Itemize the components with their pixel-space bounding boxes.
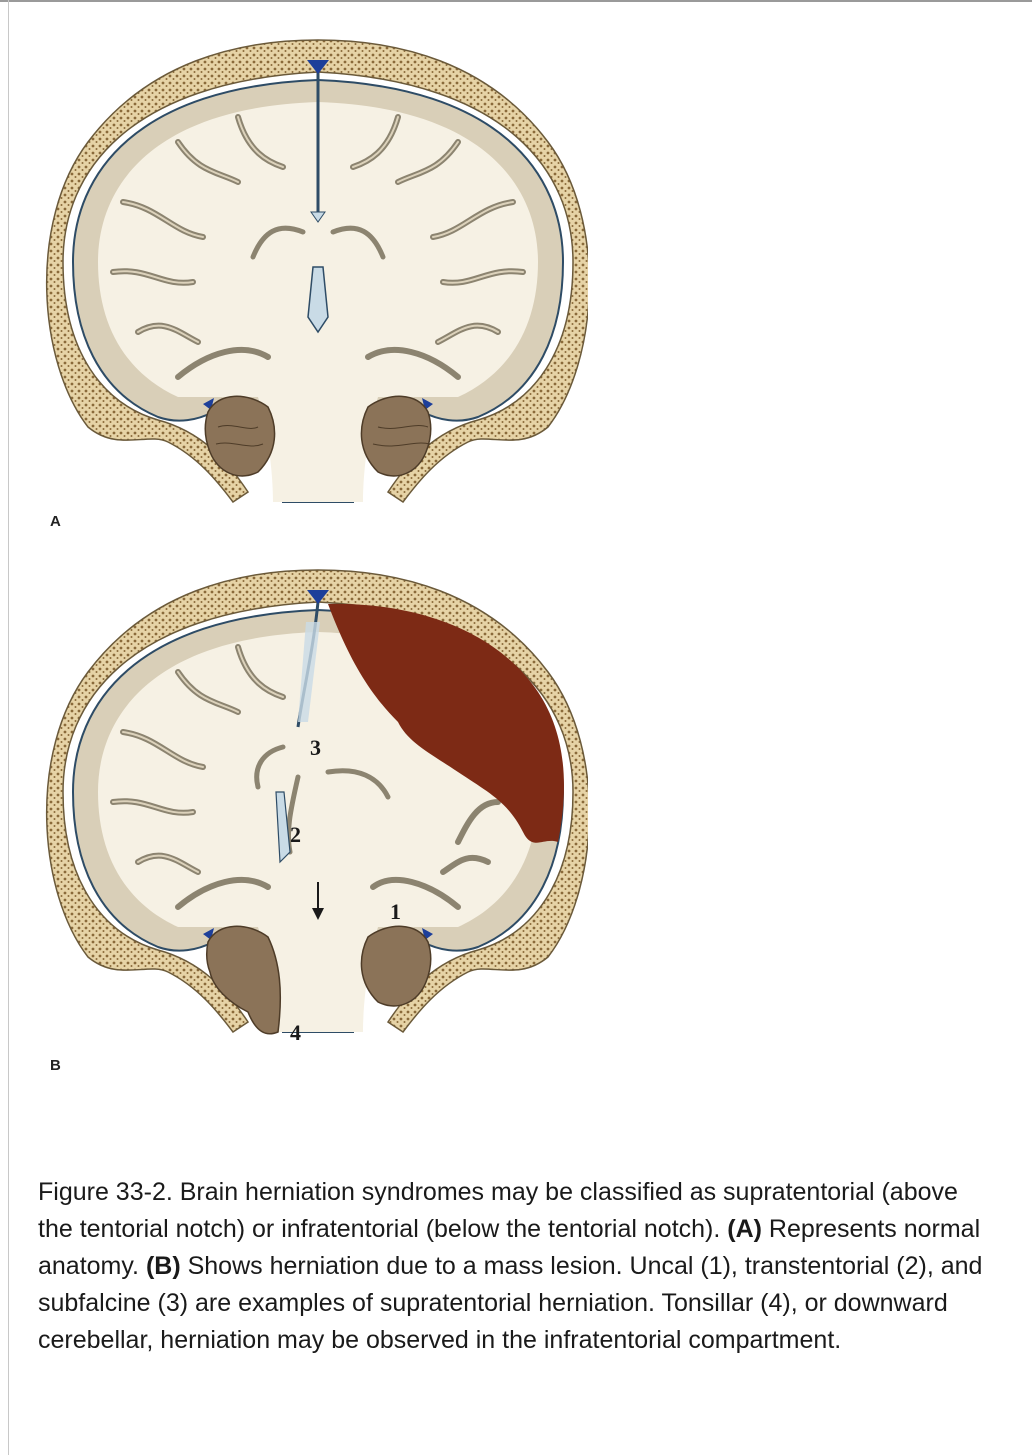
panel-label-a: A (50, 513, 61, 530)
brain-diagram-normal (28, 32, 588, 522)
left-border (8, 0, 9, 1455)
caption-bold-b: (B) (146, 1252, 181, 1280)
marker-tonsillar: 4 (290, 1020, 301, 1045)
brain-diagram-herniation: 3 2 1 4 (28, 562, 588, 1052)
marker-transtentorial: 2 (290, 822, 301, 847)
top-border (0, 0, 1032, 2)
marker-subfalcine: 3 (310, 735, 321, 760)
marker-uncal: 1 (390, 899, 401, 924)
panel-label-b: B (50, 1057, 61, 1074)
figure-caption: Figure 33-2. Brain herniation syndromes … (38, 1174, 998, 1359)
caption-bold-a: (A) (727, 1215, 762, 1243)
